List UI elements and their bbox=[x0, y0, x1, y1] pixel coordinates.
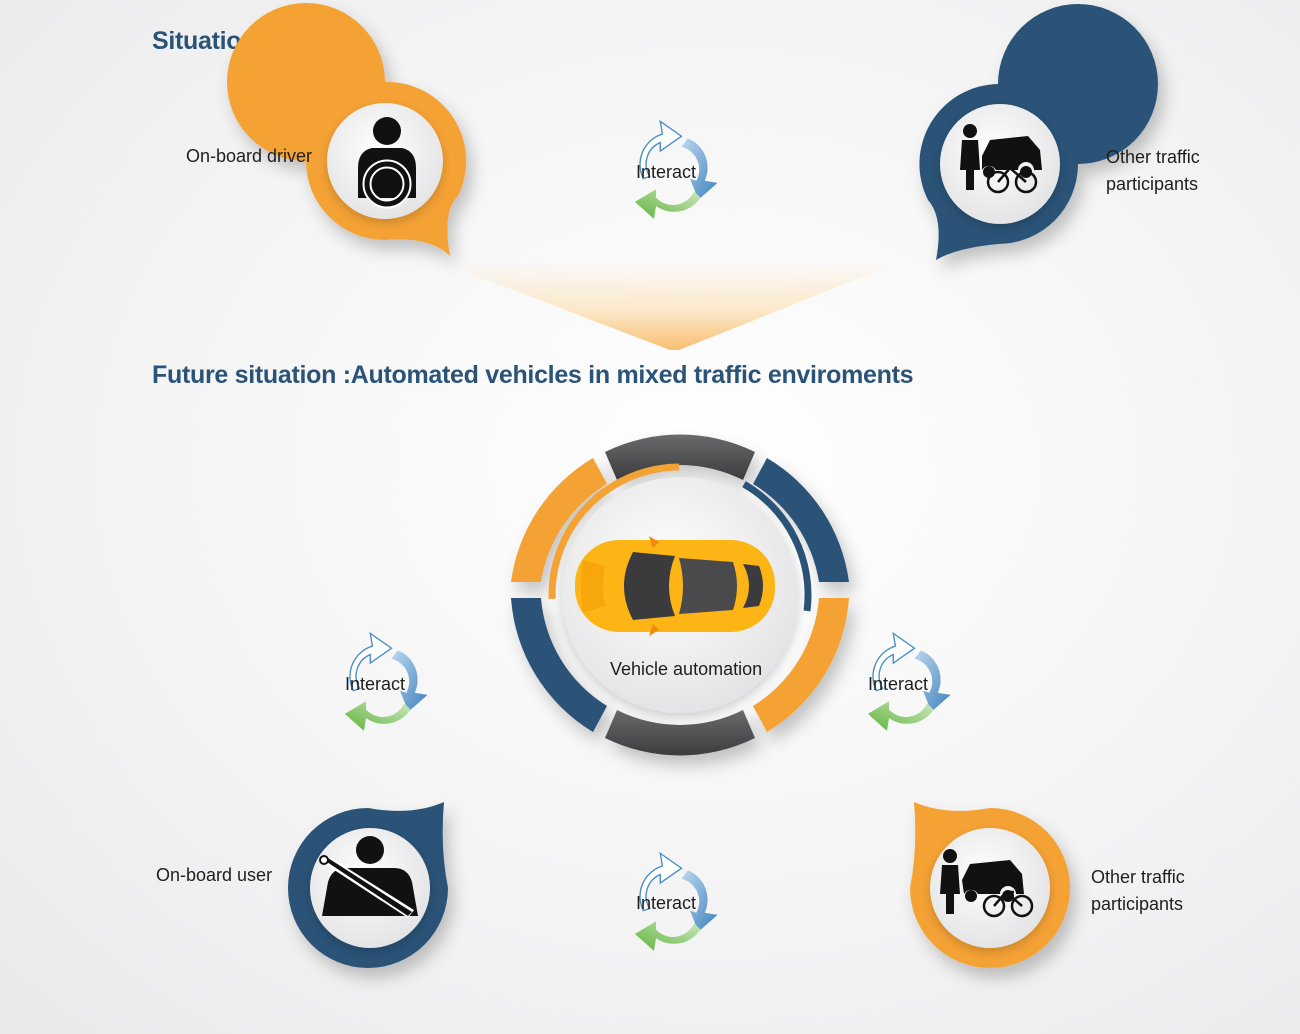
pedestrian-car-bicycle-icon bbox=[960, 124, 1042, 194]
vehicle-automation-label: Vehicle automation bbox=[610, 659, 763, 679]
future-interact-left-label: Interact bbox=[344, 674, 406, 694]
user-pin bbox=[288, 802, 448, 968]
participants-pin-future bbox=[910, 802, 1070, 968]
participants-label-today: Other traffic participants bbox=[1106, 147, 1200, 194]
participants-label-future: Other traffic participants bbox=[1091, 867, 1185, 914]
future-interact-bottom-label: Interact bbox=[635, 893, 697, 913]
future-situation-title: Future situation :Automated vehicles in … bbox=[152, 361, 914, 389]
today-interact-label: Interact bbox=[635, 162, 697, 182]
vehicle-automation-ring bbox=[511, 434, 849, 756]
pedestrian-car-bicycle-icon-future bbox=[940, 849, 1034, 918]
driver-pin bbox=[227, 3, 467, 256]
driver-steering-icon bbox=[358, 117, 416, 209]
future-interact-right-label: Interact bbox=[867, 674, 929, 694]
seatbelt-user-icon bbox=[319, 836, 418, 918]
transition-funnel bbox=[440, 262, 900, 350]
user-label: On-board user bbox=[156, 865, 273, 885]
car-top-view-icon bbox=[575, 536, 775, 636]
participants-pin-today bbox=[919, 4, 1158, 260]
driver-label: On-board driver bbox=[186, 146, 313, 166]
